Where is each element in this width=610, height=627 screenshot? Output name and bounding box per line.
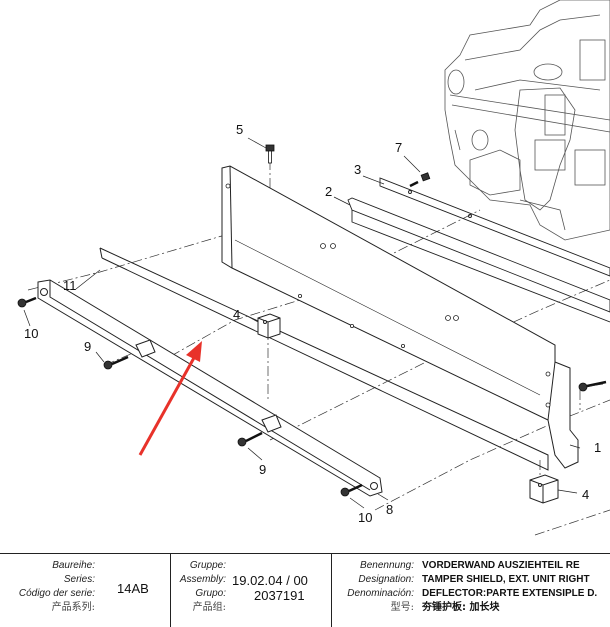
callout-labels: 5 7 3 2 11 10 9 4 9 1 4 8 10 — [24, 122, 601, 525]
machine-frame — [444, 0, 610, 241]
group-label-en: Assembly: — [179, 574, 226, 585]
callout-10-bottom: 10 — [358, 510, 372, 525]
name-label-en: Designation: — [358, 574, 414, 585]
name-label-de: Benennung: — [360, 560, 414, 571]
part-8-bar — [37, 279, 383, 497]
part-1-holes — [225, 183, 551, 408]
callout-9-bottom: 9 — [259, 462, 266, 477]
series-label-en: Series: — [63, 574, 95, 585]
part-11-shield-sheet — [99, 247, 549, 471]
series-value: 14AB — [117, 581, 149, 596]
name-value-de: VORDERWAND AUSZIEHTEIL RE — [422, 560, 580, 571]
assembly-section: Gruppe: Assembly: Grupo: 产品组: 19.02.04 /… — [171, 554, 331, 627]
callout-3: 3 — [354, 162, 361, 177]
series-label-es: Código der serie: — [18, 588, 95, 599]
assembly-number: 2037191 — [254, 588, 305, 603]
designation-section: Benennung: Designation: Denominación: 型号… — [332, 554, 610, 627]
group-value: 19.02.04 / 00 — [232, 573, 308, 588]
series-section: Baureihe: Series: Código der serie: 产品系列… — [0, 554, 170, 627]
callout-8: 8 — [386, 502, 393, 517]
callout-4-top: 4 — [233, 307, 240, 322]
screw-7 — [409, 172, 431, 188]
part-4-block-b — [529, 474, 559, 504]
callout-5: 5 — [236, 122, 243, 137]
red-pointer-arrow — [138, 341, 202, 456]
exploded-parts-drawing: 5 7 3 2 11 10 9 4 9 1 4 8 10 — [17, 0, 610, 536]
name-value-zh: 夯锤护板: 加长块 — [422, 602, 500, 613]
callout-4-bottom: 4 — [582, 487, 589, 502]
screw-9-left — [103, 355, 129, 370]
screws — [17, 144, 607, 497]
screw-right-edge — [578, 380, 607, 392]
callout-1: 1 — [594, 440, 601, 455]
group-label-de: Gruppe: — [189, 560, 226, 571]
name-value-en: TAMPER SHIELD, EXT. UNIT RIGHT — [422, 574, 590, 585]
screw-10-left — [17, 296, 37, 308]
divider — [331, 554, 332, 627]
part-3-strip — [379, 177, 610, 277]
divider — [170, 554, 171, 627]
callout-9-left: 9 — [84, 339, 91, 354]
part-2-plate — [347, 197, 610, 323]
group-label-zh: 产品组: — [192, 602, 226, 613]
title-block: Baureihe: Series: Código der serie: 产品系列… — [0, 553, 610, 627]
screw-10-bottom — [340, 483, 363, 497]
callout-10-left: 10 — [24, 326, 38, 341]
group-label-es: Grupo: — [195, 588, 226, 599]
series-label-zh: 产品系列: — [51, 602, 95, 613]
name-label-es: Denominación: — [347, 588, 414, 599]
name-value-es: DEFLECTOR:PARTE EXTENSIPLE D. — [422, 588, 598, 599]
callout-2: 2 — [325, 184, 332, 199]
screw-9-bottom — [237, 431, 263, 447]
part-1-front-wall — [221, 165, 579, 469]
name-label-zh: 型号: — [390, 602, 414, 613]
part-4-block-a — [257, 313, 281, 339]
callout-7: 7 — [395, 140, 402, 155]
leader-lines — [23, 137, 604, 509]
series-label-de: Baureihe: — [52, 560, 95, 571]
screw-5 — [265, 144, 275, 164]
callout-11: 11 — [63, 278, 77, 293]
